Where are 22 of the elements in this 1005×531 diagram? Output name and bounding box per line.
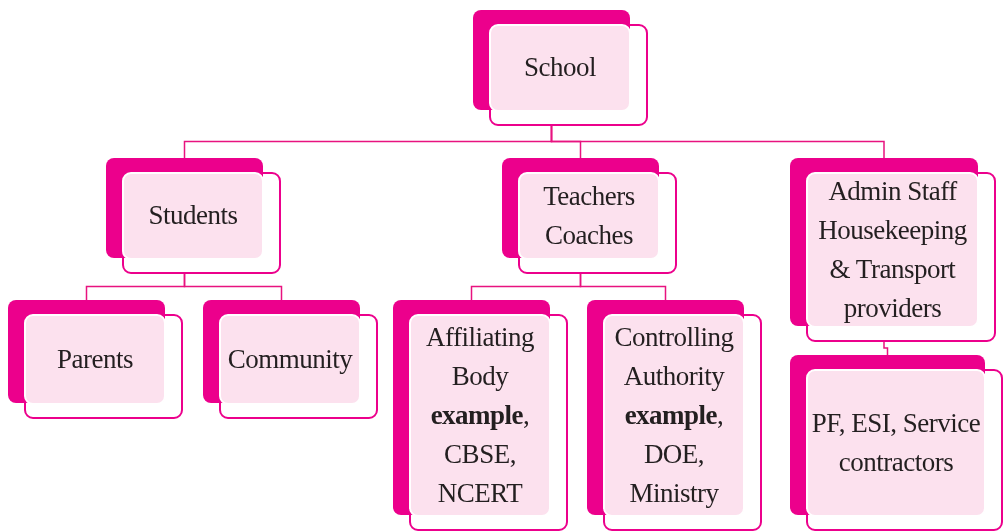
connector-line	[183, 272, 283, 301]
box-label: Students	[148, 199, 238, 233]
box-label: Admin Staff Housekeeping & Transport providers	[817, 174, 968, 326]
box-label: Teachers Coaches	[542, 179, 636, 252]
box-label: Affiliating Body example, CBSE, NCERT	[425, 320, 535, 511]
box-label: Parents	[57, 342, 133, 376]
org-box	[203, 300, 377, 418]
org-box	[393, 300, 567, 530]
org-box	[502, 158, 676, 273]
box-label: Controlling Authority example, DOE, Ministry	[613, 320, 735, 511]
org-box	[790, 158, 995, 341]
org-box	[790, 355, 1002, 530]
org-box	[8, 300, 182, 418]
box-label: Community	[227, 342, 353, 376]
box-label: PF, ESI, Service contractors	[810, 406, 982, 479]
org-box	[473, 10, 647, 125]
connector-line	[550, 124, 885, 159]
org-box	[587, 300, 761, 530]
box-label: School	[524, 51, 596, 85]
connector-line	[579, 272, 667, 301]
connector-line	[883, 340, 889, 356]
org-box	[106, 158, 280, 273]
